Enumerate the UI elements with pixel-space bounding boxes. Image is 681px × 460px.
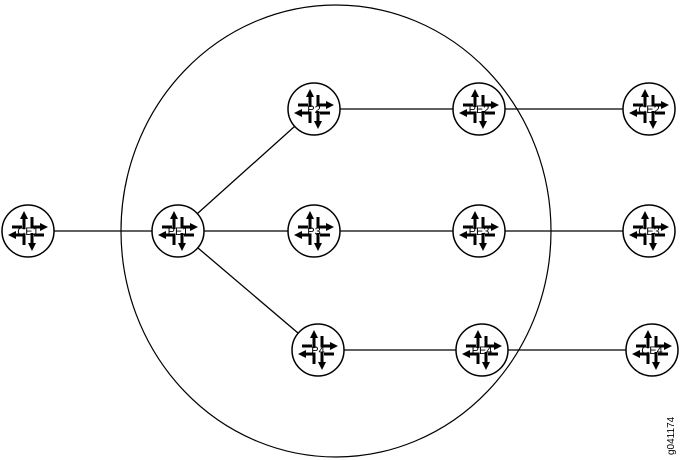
router-circle [452, 82, 506, 136]
router-label: CE2 [638, 104, 659, 116]
router-ce4[interactable]: CE4 [625, 323, 679, 377]
router-label: PE1 [168, 226, 189, 238]
router-p2[interactable]: P2 [287, 82, 341, 136]
router-label: CE1 [17, 226, 38, 238]
router-circle [151, 204, 205, 258]
link-pe1-p2 [177, 108, 315, 232]
router-p4[interactable]: P4 [291, 323, 345, 377]
router-circle [1, 204, 55, 258]
link-pe1-p4 [177, 230, 319, 351]
router-label: PE4 [472, 345, 493, 357]
router-circle [291, 323, 345, 377]
router-label: P3 [307, 226, 320, 238]
router-circle [622, 82, 676, 136]
router-pe3[interactable]: PE3 [452, 204, 506, 258]
router-ce2[interactable]: CE2 [622, 82, 676, 136]
router-label: P2 [307, 104, 320, 116]
router-label: PE3 [469, 226, 490, 238]
router-pe1[interactable]: PE1 [151, 204, 205, 258]
router-ce1[interactable]: CE1 [1, 204, 55, 258]
router-circle [452, 204, 506, 258]
router-label: P4 [311, 345, 324, 357]
router-pe2[interactable]: PE2 [452, 82, 506, 136]
router-ce3[interactable]: CE3 [622, 204, 676, 258]
figure-id: g041174 [666, 416, 677, 455]
router-pe4[interactable]: PE4 [455, 323, 509, 377]
router-circle [625, 323, 679, 377]
router-p3[interactable]: P3 [287, 204, 341, 258]
router-circle [455, 323, 509, 377]
router-label: PE2 [469, 104, 490, 116]
router-label: CE3 [638, 226, 659, 238]
router-circle [622, 204, 676, 258]
router-label: CE4 [641, 345, 662, 357]
router-circle [287, 204, 341, 258]
router-circle [287, 82, 341, 136]
